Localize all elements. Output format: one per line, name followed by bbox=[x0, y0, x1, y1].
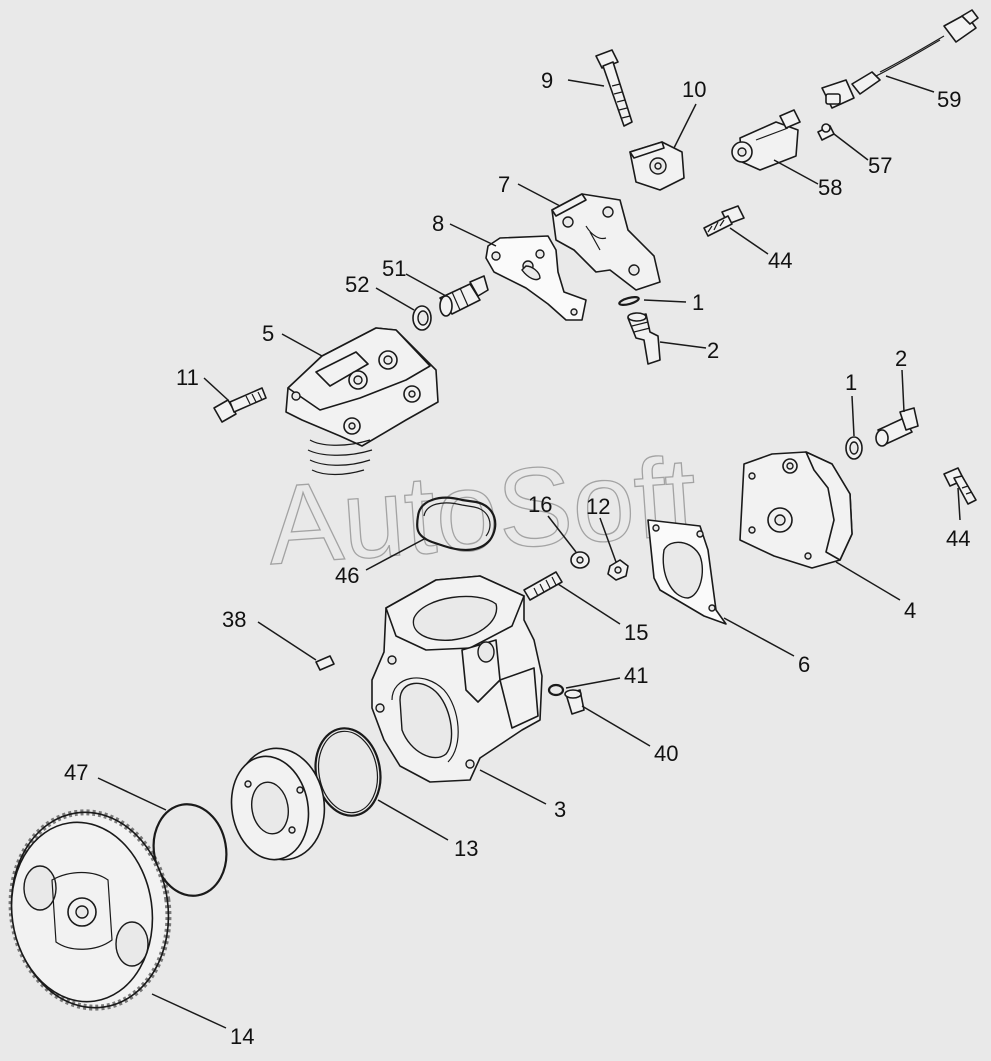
callout-47: 47 bbox=[64, 760, 88, 785]
part-valve-2-upper bbox=[627, 312, 661, 365]
callout-2-right: 2 bbox=[895, 346, 907, 371]
part-oring-41 bbox=[547, 683, 565, 697]
part-plug-40 bbox=[564, 689, 585, 715]
part-ring-47 bbox=[152, 803, 228, 897]
part-bracket-7 bbox=[551, 193, 661, 291]
part-bolt-44-upper bbox=[703, 205, 745, 237]
callout-3: 3 bbox=[554, 797, 566, 822]
part-fitting-51 bbox=[439, 275, 489, 317]
part-stud-15 bbox=[523, 571, 563, 601]
callout-2-upper: 2 bbox=[707, 338, 719, 363]
callout-41: 41 bbox=[624, 663, 648, 688]
part-housing-3 bbox=[371, 575, 543, 783]
part-valve-2-right bbox=[875, 407, 919, 447]
part-block-10 bbox=[629, 141, 685, 191]
part-regulator-58 bbox=[731, 109, 801, 171]
callout-59: 59 bbox=[937, 87, 961, 112]
callout-52: 52 bbox=[345, 272, 369, 297]
callout-13: 13 bbox=[454, 836, 478, 861]
callout-11: 11 bbox=[176, 365, 199, 390]
callout-46: 46 bbox=[335, 563, 359, 588]
callout-14: 14 bbox=[230, 1024, 254, 1049]
part-bolt-9 bbox=[595, 49, 633, 127]
part-gasket-6 bbox=[647, 519, 727, 625]
callout-51: 51 bbox=[382, 256, 406, 281]
part-screw-57 bbox=[817, 123, 835, 141]
callout-40: 40 bbox=[654, 741, 678, 766]
callout-1-upper: 1 bbox=[692, 290, 704, 315]
part-bolt-44-right bbox=[943, 467, 977, 505]
callout-38: 38 bbox=[222, 607, 246, 632]
part-washer-52 bbox=[412, 305, 432, 331]
part-washer-16 bbox=[570, 551, 590, 569]
callout-44-right: 44 bbox=[946, 526, 970, 551]
callout-9: 9 bbox=[541, 68, 553, 93]
callout-6: 6 bbox=[798, 652, 810, 677]
part-gear-14 bbox=[8, 809, 172, 1011]
callout-7: 7 bbox=[498, 172, 510, 197]
part-pump-cover-4 bbox=[739, 451, 853, 569]
part-nut-12 bbox=[607, 559, 629, 581]
callout-labels: 9 10 59 57 58 7 44 8 51 52 1 2 5 11 1 2 … bbox=[64, 68, 970, 1049]
callout-58: 58 bbox=[818, 175, 842, 200]
callout-57: 57 bbox=[868, 153, 892, 178]
callout-1-right: 1 bbox=[845, 370, 857, 395]
part-pin-38 bbox=[315, 655, 335, 671]
callout-4: 4 bbox=[904, 598, 916, 623]
part-seal-46 bbox=[415, 496, 497, 552]
callout-16: 16 bbox=[528, 492, 552, 517]
part-washer-1-right bbox=[845, 436, 863, 460]
callout-44-upper: 44 bbox=[768, 248, 792, 273]
part-hub-flange bbox=[230, 747, 326, 861]
part-gasket-plate-8 bbox=[485, 235, 587, 321]
part-sensor-cable-59 bbox=[821, 9, 979, 109]
callout-10: 10 bbox=[682, 77, 706, 102]
part-bolt-11 bbox=[213, 387, 267, 423]
leader-lines bbox=[97, 75, 961, 1029]
part-pump-head-5 bbox=[285, 327, 439, 476]
callout-12: 12 bbox=[586, 494, 610, 519]
callout-15: 15 bbox=[624, 620, 648, 645]
part-oring-1-upper bbox=[618, 296, 640, 306]
callout-8: 8 bbox=[432, 211, 444, 236]
callout-5: 5 bbox=[262, 321, 274, 346]
